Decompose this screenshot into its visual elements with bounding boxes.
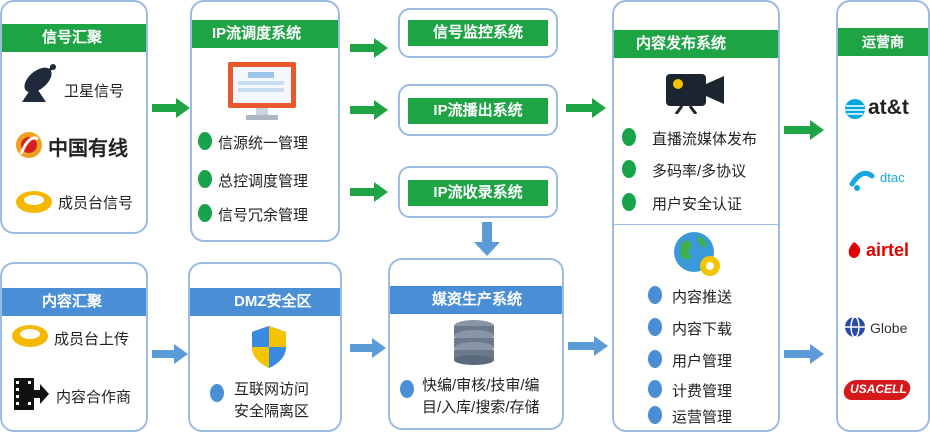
system-label: IP流收录系统 xyxy=(408,180,548,206)
content-publish-panel: 内容发布系统 直播流媒体发布 多码率/多协议 用户安全认证 内容推送 内容下载 … xyxy=(612,0,780,432)
carrier-logo-text: Globe xyxy=(870,320,908,336)
dtac-logo-icon xyxy=(849,170,875,191)
bullet-dot xyxy=(622,128,636,146)
panel-title: 内容汇聚 xyxy=(2,288,146,316)
system-label: 信号监控系统 xyxy=(408,20,548,46)
publish-item: 内容下载 xyxy=(672,321,733,338)
globe-logo-icon xyxy=(845,316,865,338)
bullet-dot xyxy=(210,384,224,402)
signal-item: 中国有线 xyxy=(48,138,128,160)
bullet-dot xyxy=(622,160,636,178)
signal-item: 成员台信号 xyxy=(58,195,134,212)
publish-item: 运营管理 xyxy=(672,409,733,426)
flow-arrow xyxy=(350,338,386,358)
bullet-dot xyxy=(648,406,662,424)
bullet-dot xyxy=(400,380,414,398)
bullet-dot xyxy=(648,380,662,398)
bullet-dot xyxy=(198,204,212,222)
flow-arrow xyxy=(350,38,388,58)
att-logo-icon xyxy=(845,99,865,119)
monitor-icon xyxy=(228,62,296,120)
flow-arrow xyxy=(566,98,606,118)
publish-item: 计费管理 xyxy=(672,383,733,400)
flow-arrow xyxy=(350,100,388,120)
ip-playout-system: IP流播出系统 xyxy=(398,84,558,136)
bullet-dot xyxy=(648,350,662,368)
ip-dispatch-panel: IP流调度系统 信源统一管理 总控调度管理 信号冗余管理 xyxy=(190,0,340,242)
carrier-logo-text: dtac xyxy=(880,170,905,185)
panel-title: 媒资生产系统 xyxy=(390,286,562,314)
flow-arrow xyxy=(350,182,388,202)
ip-recording-system: IP流收录系统 xyxy=(398,166,558,218)
publish-item: 用户安全认证 xyxy=(652,196,743,213)
media-item: 目/入库/搜索/存储 xyxy=(422,399,540,416)
carrier-logo-text: USACELL xyxy=(850,382,907,396)
system-label: IP流播出系统 xyxy=(408,98,548,124)
publish-item: 内容推送 xyxy=(672,289,733,306)
carrier-logo-text: at&t xyxy=(868,96,909,119)
bullet-dot xyxy=(648,318,662,336)
satellite-dish-icon xyxy=(22,64,56,102)
dispatch-item: 总控调度管理 xyxy=(218,173,309,190)
dmz-item: 安全隔离区 xyxy=(234,403,310,420)
panel-title: 信号汇聚 xyxy=(2,24,146,52)
panel-title: IP流调度系统 xyxy=(192,20,338,48)
airtel-logo-icon xyxy=(848,242,861,258)
signal-monitor-system: 信号监控系统 xyxy=(398,8,558,58)
media-item: 快编/审核/技审/编 xyxy=(422,377,540,394)
dispatch-item: 信源统一管理 xyxy=(218,135,309,152)
flow-arrow xyxy=(152,98,190,118)
dispatch-item: 信号冗余管理 xyxy=(218,207,309,224)
panel-title: 内容发布系统 xyxy=(614,30,778,58)
flow-arrow xyxy=(784,344,824,364)
content-collect-panel: 内容汇聚 成员台上传 内容合作商 xyxy=(0,262,148,432)
bullet-dot xyxy=(198,132,212,150)
bullet-dot xyxy=(198,170,212,188)
carriers-panel: 运营商 at&t dtac airtel Globe USACELL xyxy=(836,0,930,432)
section-divider xyxy=(614,224,778,225)
database-icon xyxy=(454,320,494,365)
panel-title: DMZ安全区 xyxy=(190,288,340,316)
flow-arrow xyxy=(568,336,608,356)
flow-arrow xyxy=(784,120,824,140)
security-shield-icon xyxy=(252,326,286,368)
dmz-panel: DMZ安全区 互联网访问 安全隔离区 xyxy=(188,262,342,432)
bullet-dot xyxy=(622,193,636,211)
china-cable-logo xyxy=(16,132,42,158)
bullet-dot xyxy=(648,286,662,304)
member-station-logo xyxy=(16,191,52,213)
content-item: 成员台上传 xyxy=(54,331,130,348)
panel-title: 运营商 xyxy=(838,28,928,56)
film-export-icon xyxy=(14,378,49,410)
signal-collect-panel: 信号汇聚 卫星信号 中国有线 成员台信号 xyxy=(0,0,148,234)
flow-arrow-down xyxy=(474,222,500,256)
publish-item: 用户管理 xyxy=(672,353,733,370)
media-production-panel: 媒资生产系统 快编/审核/技审/编 目/入库/搜索/存储 xyxy=(388,258,564,430)
signal-item: 卫星信号 xyxy=(64,83,125,100)
flow-arrow xyxy=(152,344,188,364)
globe-gear-icon xyxy=(674,232,720,276)
dmz-item: 互联网访问 xyxy=(234,381,310,398)
member-station-logo xyxy=(12,325,48,347)
carrier-logo-text: airtel xyxy=(866,240,910,260)
content-item: 内容合作商 xyxy=(56,389,132,406)
video-camera-icon xyxy=(666,74,724,114)
publish-item: 直播流媒体发布 xyxy=(652,131,758,148)
publish-item: 多码率/多协议 xyxy=(652,163,747,180)
